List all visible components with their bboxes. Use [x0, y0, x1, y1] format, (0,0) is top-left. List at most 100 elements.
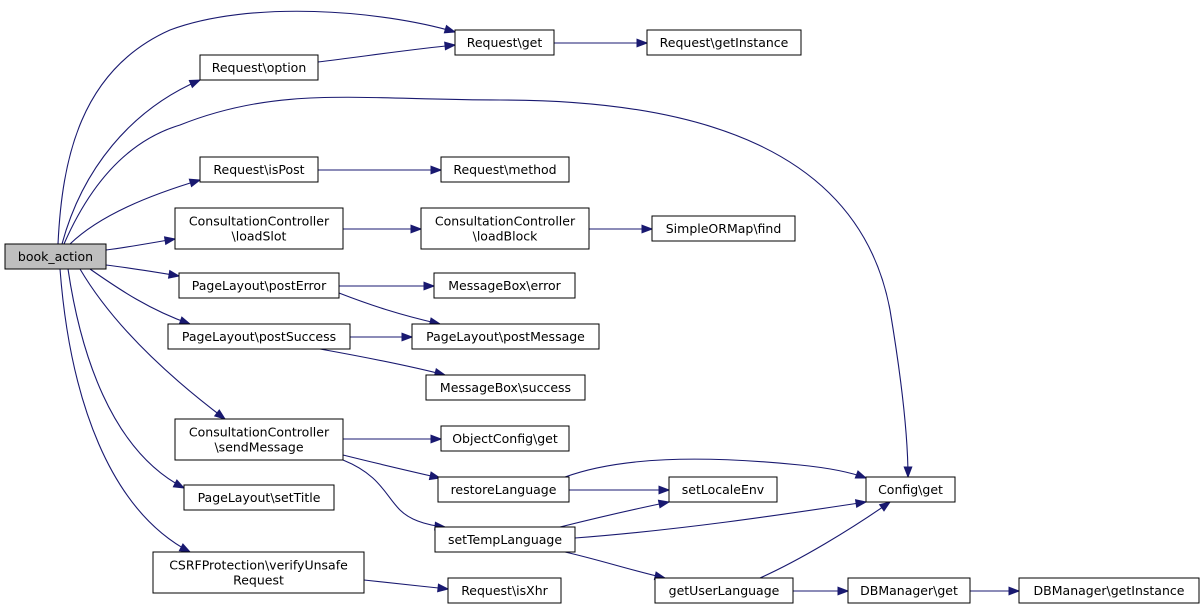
- arrowhead-icon: [213, 409, 227, 420]
- node-req-get[interactable]: Request\get: [454, 29, 555, 56]
- node-box: [178, 272, 340, 299]
- node-label: \loadBlock: [473, 229, 538, 244]
- node-label: ConsultationController: [435, 214, 576, 229]
- node-cc-loadslot[interactable]: ConsultationController\loadSlot: [174, 207, 344, 250]
- node-box: [411, 323, 600, 350]
- arrowhead-icon: [188, 79, 202, 89]
- node-req-isxhr[interactable]: Request\isXhr: [447, 577, 562, 604]
- node-label: CSRFProtection\verifyUnsafe: [169, 558, 348, 573]
- edge-book_action-to-req_ispost: [69, 178, 202, 245]
- node-box: [425, 374, 586, 401]
- node-req-method[interactable]: Request\method: [440, 156, 570, 183]
- node-restore-lang[interactable]: restoreLanguage: [437, 476, 570, 503]
- node-label: MessageBox\success: [440, 380, 571, 395]
- arrowhead-icon: [903, 466, 913, 479]
- edge-get_user_lang-to-config_get: [759, 501, 892, 579]
- edge-pl_posterror-to-mb_error: [338, 281, 436, 291]
- node-cc-loadblock[interactable]: ConsultationController\loadBlock: [420, 207, 590, 250]
- node-box: [447, 577, 562, 604]
- call-graph-edges: [57, 10, 1021, 596]
- edge-book_action-to-pl_posterror: [105, 264, 181, 279]
- node-box: [433, 272, 576, 299]
- node-label: PageLayout\postSuccess: [182, 329, 336, 344]
- node-pl-postmessage[interactable]: PageLayout\postMessage: [411, 323, 600, 350]
- node-label: setLocaleEnv: [682, 482, 765, 497]
- node-mb-success[interactable]: MessageBox\success: [425, 374, 586, 401]
- node-box: [440, 425, 570, 452]
- edge-set_temp_lang-to-get_user_lang: [564, 551, 667, 581]
- node-pl-posterror[interactable]: PageLayout\postError: [178, 272, 340, 299]
- edge-line: [363, 579, 449, 590]
- arrowhead-icon: [878, 501, 892, 512]
- node-set-temp-lang[interactable]: setTempLanguage: [434, 526, 576, 553]
- edge-req_get-to-req_getinstance: [554, 38, 649, 48]
- edge-book_action-to-cc_loadslot: [105, 236, 177, 251]
- node-oc-get[interactable]: ObjectConfig\get: [440, 425, 570, 452]
- edge-book_action-to-pl_settitle: [67, 268, 186, 489]
- edge-line: [574, 501, 867, 539]
- arrowhead-icon: [428, 471, 442, 481]
- node-box: [434, 526, 576, 553]
- node-config-get[interactable]: Config\get: [865, 476, 956, 503]
- arrowhead-icon: [641, 224, 654, 234]
- arrowhead-icon: [854, 470, 868, 479]
- node-box: [440, 156, 570, 183]
- edge-dbm_get-to-dbm_getinstance: [970, 586, 1021, 596]
- node-label: Request\isXhr: [461, 583, 548, 598]
- node-label: MessageBox\error: [448, 278, 561, 293]
- edge-pl_posterror-to-pl_postmessage: [338, 292, 442, 327]
- edge-restore_lang-to-set_locale: [569, 485, 671, 495]
- arrowhead-icon: [178, 316, 192, 325]
- edge-cc_sendmessage-to-oc_get: [343, 434, 443, 444]
- edge-csrf_verify-to-req_isxhr: [363, 579, 450, 593]
- node-box: [847, 577, 971, 604]
- arrowhead-icon: [423, 281, 436, 291]
- edge-line: [564, 551, 666, 579]
- node-label: book_action: [18, 249, 93, 264]
- edge-line: [317, 44, 456, 63]
- arrowhead-icon: [178, 543, 192, 553]
- node-orm-find[interactable]: SimpleORMap\find: [651, 215, 796, 242]
- edge-restore_lang-to-config_get: [564, 458, 868, 479]
- edge-line: [59, 268, 191, 553]
- node-label: ObjectConfig\get: [452, 431, 558, 446]
- node-box: [420, 207, 590, 250]
- node-req-option[interactable]: Request\option: [199, 54, 319, 81]
- node-get-user-lang[interactable]: getUserLanguage: [654, 577, 794, 604]
- edge-line: [559, 501, 670, 528]
- arrowhead-icon: [658, 485, 671, 495]
- node-req-getinstance[interactable]: Request\getInstance: [646, 29, 802, 56]
- arrowhead-icon: [430, 434, 443, 444]
- edge-book_action-to-cc_sendmessage: [79, 268, 227, 420]
- edge-line: [79, 268, 226, 420]
- node-label: Request\get: [467, 35, 543, 50]
- edge-get_user_lang-to-dbm_get: [793, 586, 850, 596]
- node-box: [174, 207, 344, 250]
- edge-cc_loadslot-to-cc_loadblock: [342, 224, 423, 234]
- arrowhead-icon: [188, 178, 202, 188]
- edge-line: [759, 501, 891, 579]
- node-dbm-getinstance[interactable]: DBManager\getInstance: [1018, 577, 1200, 604]
- edge-book_action-to-req_option: [61, 79, 202, 245]
- node-req-ispost[interactable]: Request\isPost: [199, 156, 319, 183]
- edge-book_action-to-csrf_verify: [59, 268, 192, 553]
- arrowhead-icon: [163, 236, 177, 246]
- edge-line: [564, 458, 867, 479]
- node-label: getUserLanguage: [669, 583, 780, 598]
- node-dbm-get[interactable]: DBManager\get: [847, 577, 971, 604]
- node-pl-settitle[interactable]: PageLayout\setTitle: [183, 484, 335, 511]
- arrowhead-icon: [837, 586, 850, 596]
- node-mb-error[interactable]: MessageBox\error: [433, 272, 576, 299]
- node-box: [646, 29, 802, 56]
- node-set-locale[interactable]: setLocaleEnv: [668, 476, 778, 503]
- node-label: ConsultationController: [189, 425, 330, 440]
- node-book-action[interactable]: book_action: [4, 243, 107, 270]
- edge-line: [67, 268, 185, 489]
- node-pl-postsuccess[interactable]: PageLayout\postSuccess: [167, 323, 351, 350]
- node-cc-sendmessage[interactable]: ConsultationController\sendMessage: [174, 418, 344, 461]
- node-label: \sendMessage: [214, 440, 303, 455]
- node-label: DBManager\get: [860, 583, 958, 598]
- arrowhead-icon: [172, 479, 186, 489]
